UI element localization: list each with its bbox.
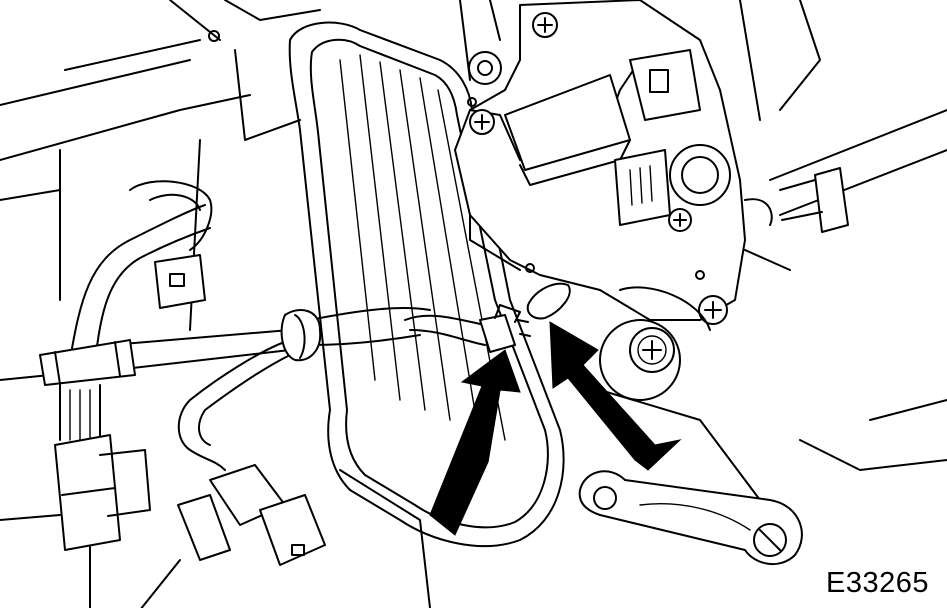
harness-clamp [779,167,849,233]
sensor-clip [526,282,571,320]
damper-gear [599,286,711,401]
harness-clamp [39,339,136,386]
wire-harness [59,180,431,471]
figure-code-label: E33265 [826,567,929,599]
screw [668,208,692,232]
screw [532,12,558,38]
screw [469,109,495,135]
linkage-lever [578,470,803,566]
heater-core-housing [288,21,565,548]
harness-clamp [280,309,322,362]
servo-motor [454,0,773,321]
small-hole [208,30,705,280]
screw [629,327,675,373]
arrow-to-clip [549,321,682,471]
sensor-wire [404,304,531,353]
screw [698,295,728,325]
connector [177,464,326,566]
bolt-boss [468,51,502,85]
connector [154,254,206,309]
arrow-to-connector [429,349,521,536]
connector [54,434,151,551]
